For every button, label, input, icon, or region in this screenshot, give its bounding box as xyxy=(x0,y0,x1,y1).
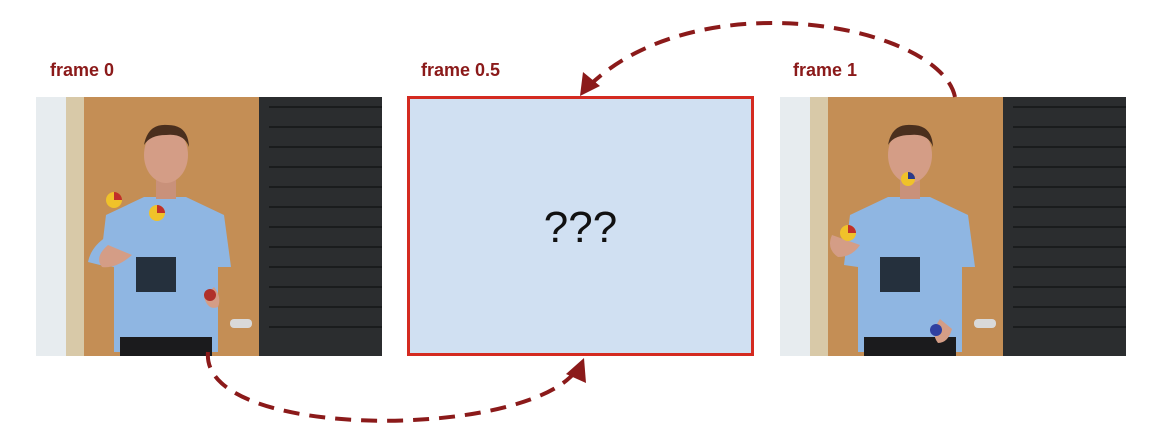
frame-0-5-placeholder: ??? xyxy=(407,96,754,356)
frame-1-label: frame 1 xyxy=(793,60,858,80)
arrow-frame1-to-frame05 xyxy=(588,21,957,98)
frame-0-image xyxy=(36,97,382,356)
arrow-frame0-to-frame05-head xyxy=(566,358,586,383)
frame-1-image xyxy=(780,97,1126,356)
frame-0-5-label: frame 0.5 xyxy=(421,60,501,80)
unknown-frame-text: ??? xyxy=(543,203,618,252)
arrow-frame1-to-frame05-head xyxy=(580,72,600,96)
arrow-frame0-to-frame05 xyxy=(205,351,577,423)
frame-0-label: frame 0 xyxy=(50,60,115,80)
